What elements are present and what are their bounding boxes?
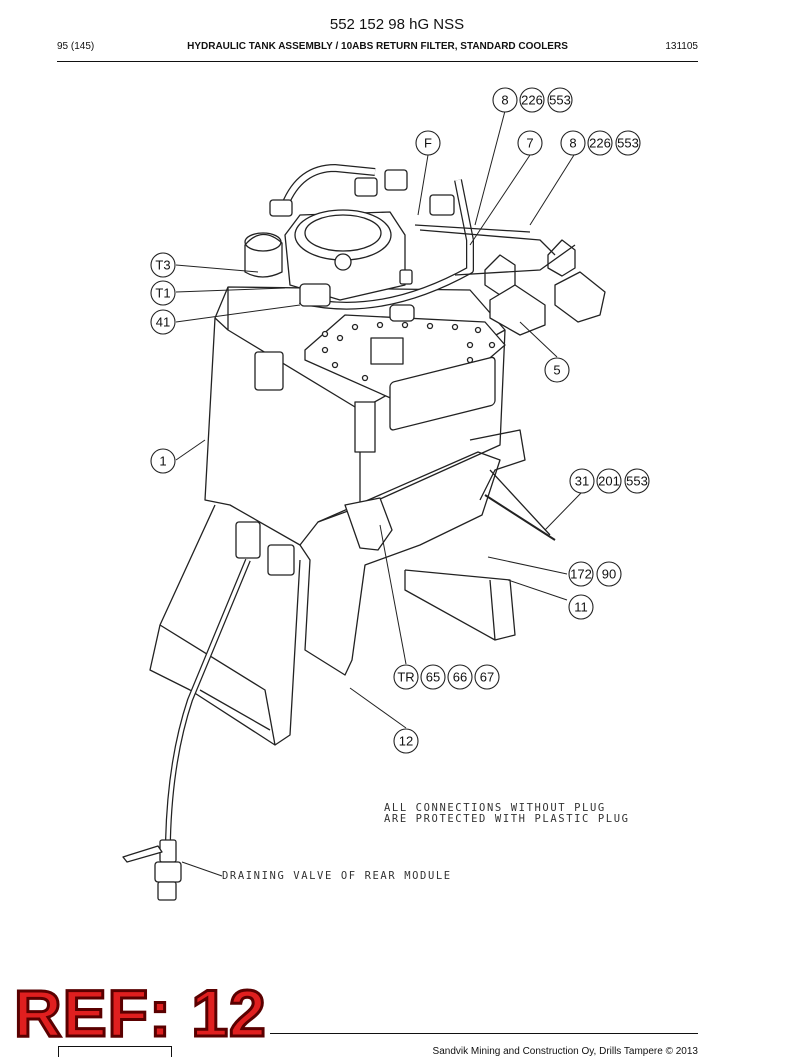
- header-row: 95 (145) HYDRAULIC TANK ASSEMBLY / 10ABS…: [57, 41, 698, 55]
- side-bracket-frame: [469, 429, 551, 536]
- balloon-7: 7: [526, 136, 533, 151]
- balloon-553: 553: [617, 136, 639, 151]
- filter-cover: [294, 209, 392, 261]
- drain-hose: [165, 558, 251, 841]
- filter-lift-eye: [334, 253, 352, 271]
- balloon-t1: T1: [155, 286, 170, 301]
- support-frame: [404, 569, 516, 641]
- cooler-bracket: [454, 244, 576, 276]
- note-drain-valve: DRAINING VALVE OF REAR MODULE: [222, 870, 452, 882]
- balloon-553: 553: [549, 93, 571, 108]
- drain-valve: [122, 839, 182, 901]
- sandvik-logo: [58, 1046, 172, 1057]
- cooler-pipes: [414, 224, 556, 256]
- balloon-31: 31: [575, 474, 589, 489]
- balloon-f: F: [424, 136, 432, 151]
- breather-cap: [244, 233, 283, 278]
- balloon-66: 66: [453, 670, 467, 685]
- filler-cap-tr: [344, 497, 393, 551]
- top-hose-inner: [282, 165, 376, 207]
- part-balloons: [150, 87, 650, 754]
- footer-divider: [270, 1033, 698, 1034]
- lid-bolts: [321, 321, 496, 394]
- rear-module-frame: [149, 504, 301, 746]
- balloon-5: 5: [553, 363, 560, 378]
- bracket-plate: [354, 401, 376, 453]
- note-connections-line2: ARE PROTECTED WITH PLASTIC PLUG: [384, 813, 630, 825]
- footer-copyright: Sandvik Mining and Construction Oy, Dril…: [432, 1046, 698, 1057]
- outlet-neck-left: [235, 521, 261, 559]
- balloon-226: 226: [589, 136, 611, 151]
- side-plate: [254, 351, 284, 391]
- filter-cover-inner: [304, 214, 382, 252]
- balloon-67: 67: [480, 670, 494, 685]
- balloon-12: 12: [399, 734, 413, 749]
- junction-box: [370, 337, 404, 365]
- note-connections-line1: ALL CONNECTIONS WITHOUT PLUG: [384, 802, 606, 814]
- hose-fittings: [269, 169, 455, 322]
- side-plate-12: [299, 544, 366, 676]
- balloon-1: 1: [159, 454, 166, 469]
- balloon-8: 8: [569, 136, 576, 151]
- balloon-553: 553: [626, 474, 648, 489]
- drain-hose-inner: [166, 559, 250, 841]
- balloon-172: 172: [570, 567, 592, 582]
- balloon-90: 90: [602, 567, 616, 582]
- cooler-connections: [484, 239, 606, 336]
- ref-stamp: REF: 12: [13, 976, 268, 1050]
- balloon-65: 65: [426, 670, 440, 685]
- leader-lines: [175, 110, 583, 877]
- balloon-201: 201: [598, 474, 620, 489]
- sight-panel: [389, 356, 496, 431]
- header-divider: [57, 61, 698, 62]
- balloon-226: 226: [521, 93, 543, 108]
- page-number: 95 (145): [57, 41, 95, 52]
- outlet-neck-right: [267, 544, 295, 576]
- date-code: 131105: [665, 41, 698, 52]
- document-number: 552 152 98 hG NSS: [329, 16, 465, 33]
- section-title: HYDRAULIC TANK ASSEMBLY / 10ABS RETURN F…: [187, 41, 568, 52]
- balloon-41: 41: [156, 315, 170, 330]
- rod-31: [484, 494, 556, 541]
- balloon-8: 8: [501, 93, 508, 108]
- balloon-t3: T3: [155, 258, 170, 273]
- balloon-tr: TR: [397, 670, 414, 685]
- breather-top: [244, 232, 282, 252]
- balloon-11: 11: [574, 600, 588, 615]
